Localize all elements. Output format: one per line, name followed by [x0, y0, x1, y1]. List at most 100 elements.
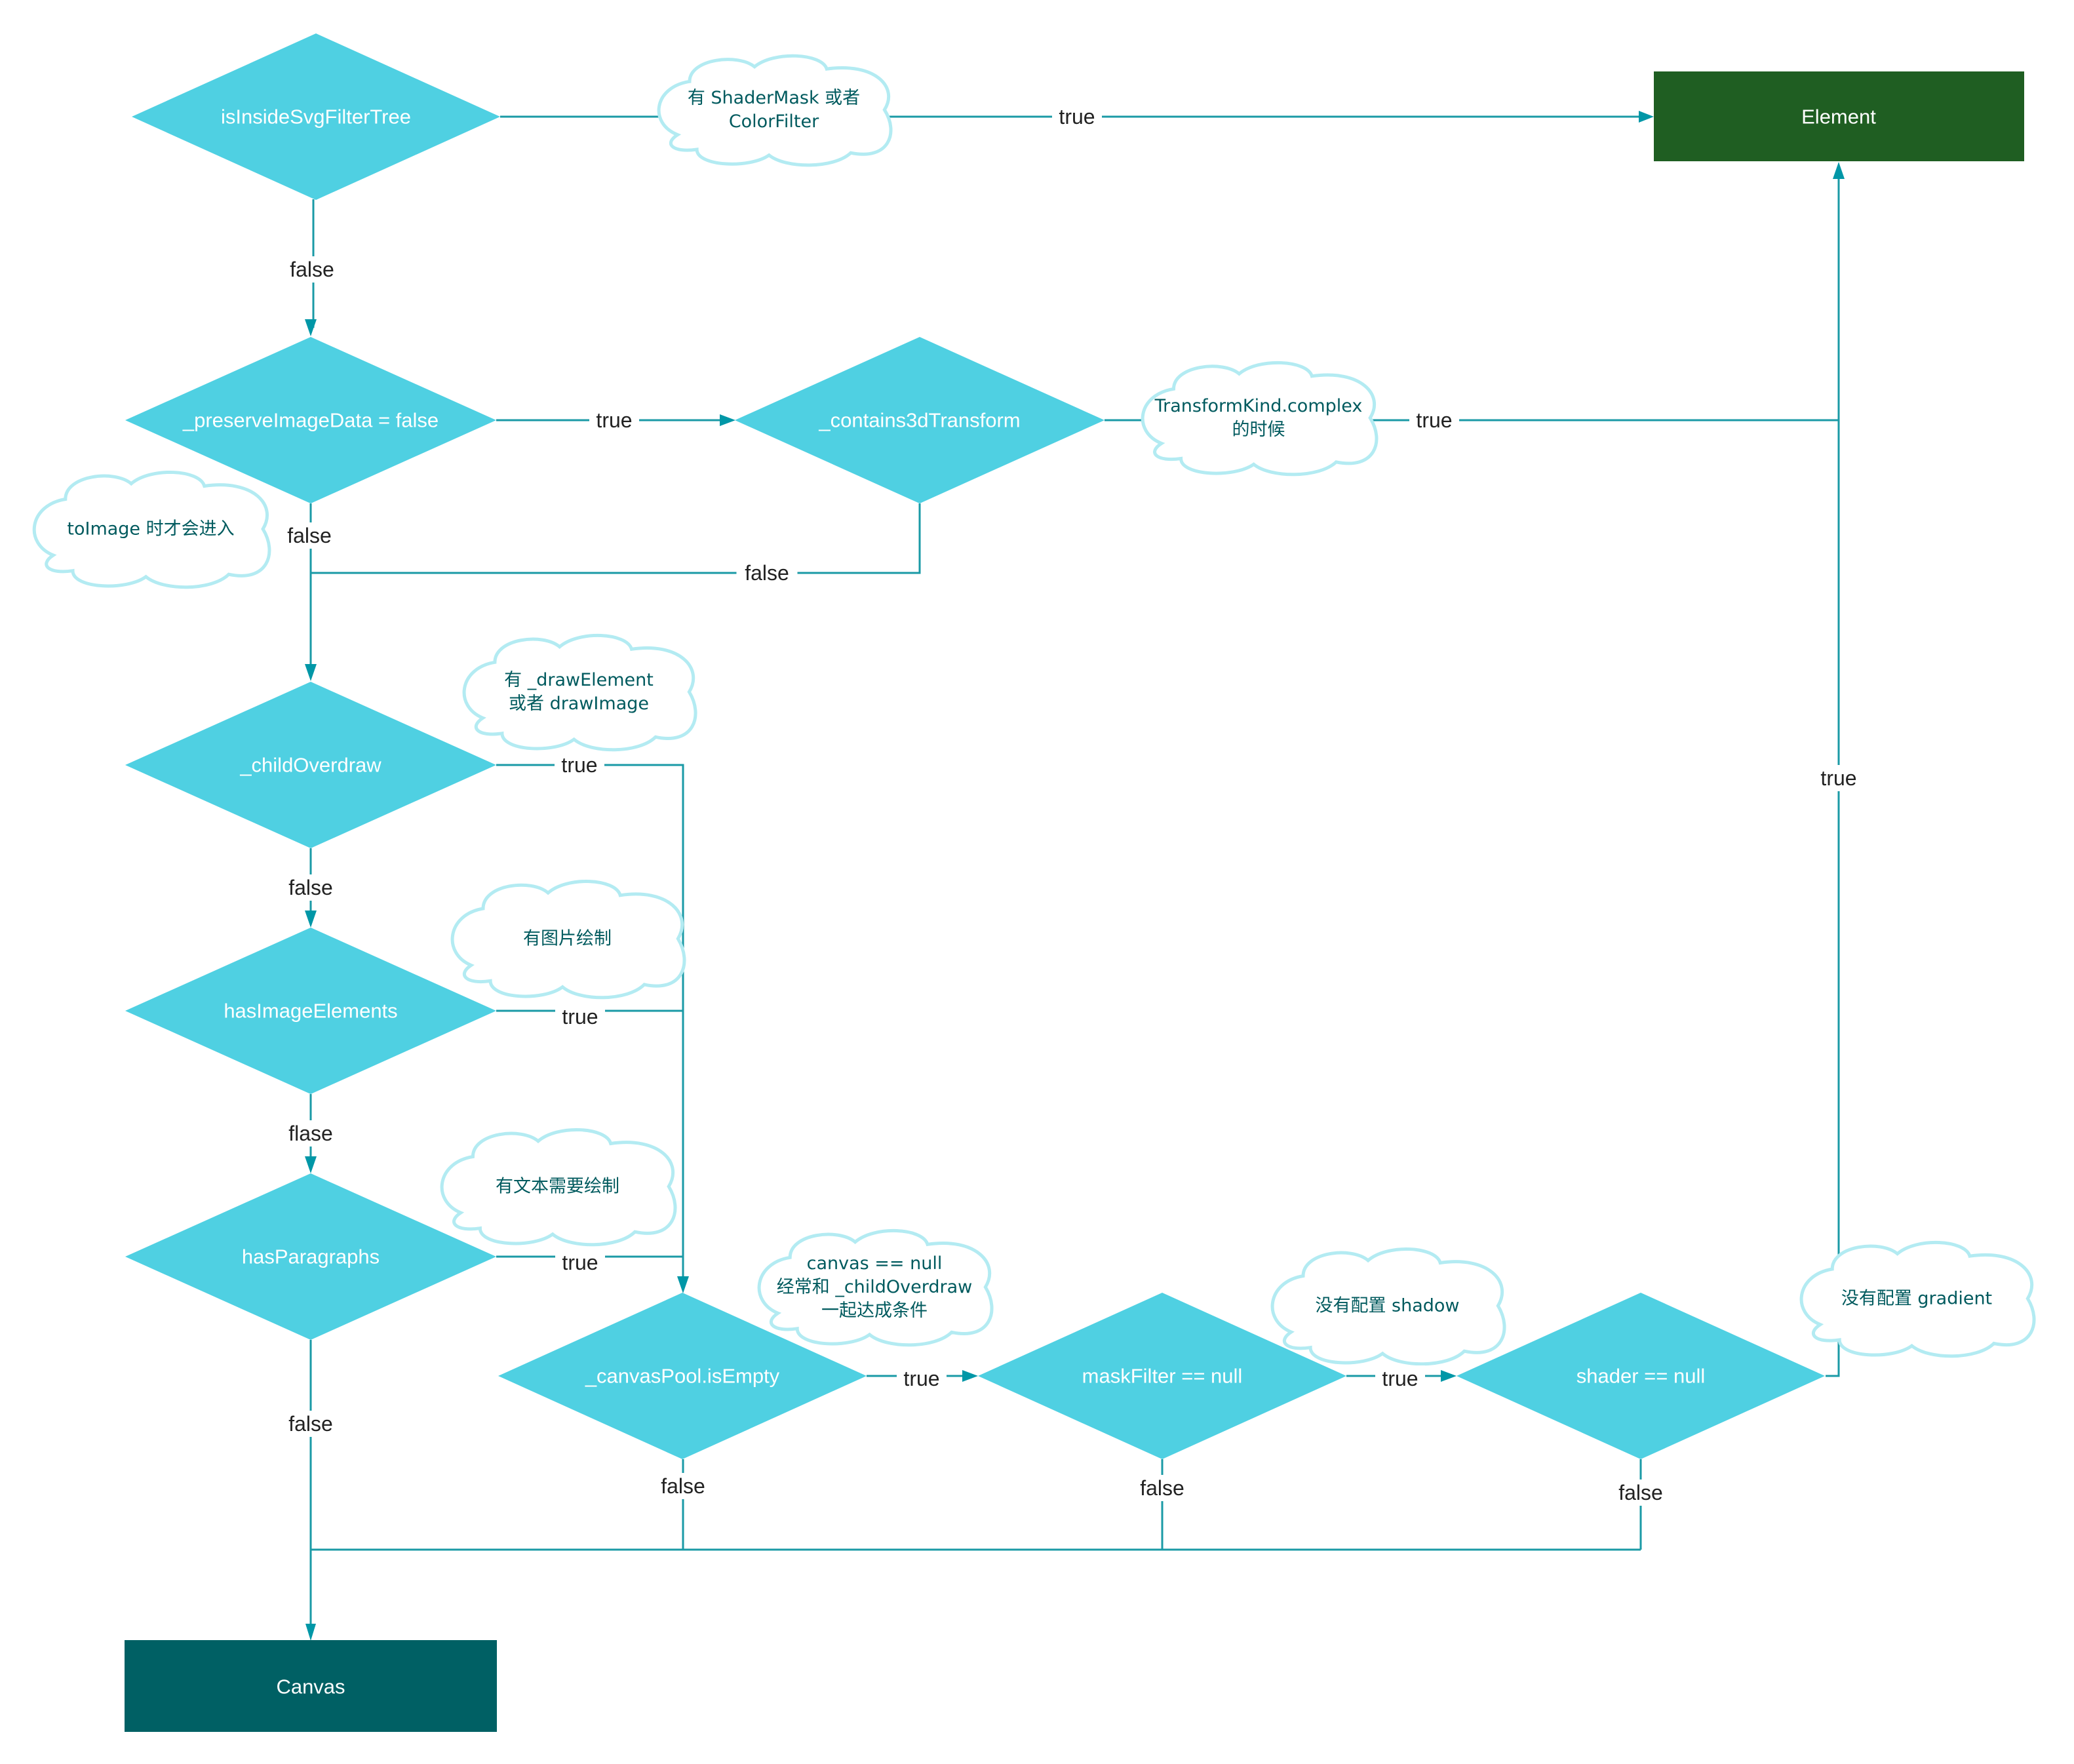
decision-diamond-shape[interactable]	[978, 1293, 1346, 1459]
note-text-line: TransformKind.complex	[1154, 396, 1363, 416]
canvas-node[interactable]: Canvas	[125, 1640, 497, 1732]
decision-label: _preserveImageData = false	[182, 409, 439, 432]
edge-label-text: true	[1820, 766, 1856, 790]
edge-label-text: true	[1382, 1367, 1418, 1390]
decision-diamond-shape[interactable]	[498, 1293, 867, 1459]
decision-d8[interactable]: maskFilter == null	[978, 1293, 1346, 1459]
arrow-head-icon	[1441, 1370, 1457, 1382]
edge-label-background	[652, 1473, 714, 1499]
edge-label-text: true	[903, 1367, 939, 1390]
decision-d4[interactable]: _childOverdraw	[125, 682, 496, 848]
edge-label-d2-true: true	[589, 407, 639, 433]
edge-label-d7-false: false	[652, 1473, 714, 1499]
arrow-head-icon	[1639, 111, 1654, 123]
arrow-head-icon	[677, 1276, 689, 1293]
decision-diamond-shape[interactable]	[125, 1173, 496, 1340]
cloud-shape	[450, 880, 686, 1000]
decision-label: _contains3dTransform	[818, 409, 1020, 432]
edge-label-d6-false: false	[280, 1411, 342, 1437]
edge-label-background	[279, 522, 340, 549]
decision-d1[interactable]: isInsideSvgFilterTree	[132, 33, 500, 200]
note-cloud-gradient: 没有配置 gradient	[1799, 1241, 2036, 1358]
edge-label-background	[736, 560, 798, 586]
edge-label-background	[897, 1365, 947, 1392]
edge-label-text: true	[1059, 105, 1095, 128]
edge-label-text: flase	[288, 1122, 333, 1145]
edge-label-d8-true: true	[1375, 1365, 1425, 1392]
edge-label-background	[1409, 407, 1459, 433]
arrow-head-icon	[305, 911, 317, 928]
decision-label: _canvasPool.isEmpty	[585, 1365, 780, 1388]
note-text-line: 有图片绘制	[523, 929, 612, 949]
element-label: Element	[1801, 106, 1876, 128]
element-box[interactable]	[1654, 71, 2024, 161]
note-text-line: 或者 drawImage	[509, 694, 649, 714]
decision-label: shader == null	[1576, 1365, 1705, 1388]
edge-label-d3-true: true	[1409, 407, 1459, 433]
cloud-shape	[462, 634, 697, 752]
decision-d2[interactable]: _preserveImageData = false	[125, 337, 496, 503]
decisions: isInsideSvgFilterTree _preserveImageData …	[125, 33, 1825, 1459]
edge-label-d6-true: true	[555, 1249, 605, 1276]
cloud-shape	[1270, 1247, 1506, 1366]
decision-diamond-shape[interactable]	[132, 33, 500, 200]
edge-label-background	[1610, 1480, 1672, 1506]
note-cloud-toimage: toImage 时才会进入	[32, 471, 271, 589]
edge-d3-false	[311, 503, 921, 574]
edge-label-background	[555, 752, 604, 778]
note-text-line: 没有配置 gradient	[1841, 1289, 1992, 1309]
note-text-line: 有 ShaderMask 或者	[688, 88, 860, 108]
decision-diamond-shape[interactable]	[735, 337, 1105, 503]
note-text-line: 一起达成条件	[821, 1301, 928, 1321]
arrow-head-icon	[305, 319, 317, 336]
edge-label-text: false	[745, 561, 789, 585]
decision-diamond-shape[interactable]	[125, 928, 496, 1094]
arrow-head-icon	[962, 1370, 978, 1382]
decision-d3[interactable]: _contains3dTransform	[735, 337, 1105, 503]
edge-label-text: true	[561, 753, 597, 777]
edge-label-background	[280, 1411, 342, 1437]
canvas-box[interactable]	[125, 1640, 497, 1732]
note-text-line: toImage 时才会进入	[67, 519, 234, 539]
decision-d6[interactable]: hasParagraphs	[125, 1173, 496, 1340]
note-cloud-drawelement: 有 _drawElement 或者 drawImage	[462, 634, 697, 752]
note-cloud-image: 有图片绘制	[450, 880, 686, 1000]
edge-label-text: false	[290, 258, 334, 281]
edge-label-text: false	[661, 1474, 705, 1498]
decision-diamond-shape[interactable]	[125, 682, 496, 848]
edge-label-d1-true: true	[1052, 104, 1102, 130]
edge-label-d7-true: true	[897, 1365, 947, 1392]
cloud-shape	[440, 1128, 677, 1247]
edge-label-text: false	[288, 1412, 333, 1436]
canvas-label: Canvas	[276, 1676, 345, 1698]
decision-d5[interactable]: hasImageElements	[125, 928, 496, 1094]
edge-label-background	[555, 1004, 605, 1030]
edge-label-d9-true: true	[1814, 765, 1864, 791]
decision-d9[interactable]: shader == null	[1457, 1293, 1825, 1459]
edge-label-text: false	[1140, 1476, 1184, 1500]
decision-diamond-shape[interactable]	[1457, 1293, 1825, 1459]
cloud-shape	[757, 1229, 994, 1347]
arrow-head-icon	[1833, 162, 1845, 179]
note-text-line: 有 _drawElement	[504, 670, 654, 690]
edge-label-text: false	[288, 876, 333, 899]
note-text-line: 经常和 _childOverdraw	[777, 1277, 973, 1297]
edge-label-d1-false: false	[281, 256, 343, 283]
note-text-line: canvas == null	[807, 1253, 943, 1274]
edge-labels: true false true false true false true false true…	[279, 104, 1864, 1506]
element-node[interactable]: Element	[1654, 71, 2024, 161]
notes: 有 ShaderMask 或者ColorFilterTransformKind.…	[32, 54, 2036, 1366]
decision-diamond-shape[interactable]	[125, 337, 496, 503]
edge-label-background	[281, 256, 343, 283]
note-cloud-shadow: 没有配置 shadow	[1270, 1247, 1506, 1366]
edge-label-background	[1052, 104, 1102, 130]
edge-label-background	[1375, 1365, 1425, 1392]
arrow-head-icon	[720, 414, 735, 426]
arrow-head-icon	[305, 664, 317, 681]
cloud-shape	[1799, 1241, 2036, 1358]
decision-d7[interactable]: _canvasPool.isEmpty	[498, 1293, 867, 1459]
edge-label-d9-false: false	[1610, 1480, 1672, 1506]
edge-label-text: true	[1416, 408, 1452, 432]
